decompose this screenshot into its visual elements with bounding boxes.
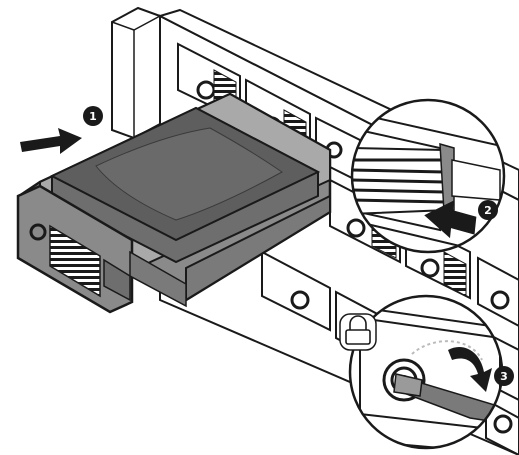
bay-latch-icon (492, 292, 508, 308)
bay-latch-icon (348, 220, 364, 236)
rack-post (112, 8, 160, 138)
step-2-number: 2 (484, 204, 492, 217)
arrow-right-icon (20, 128, 82, 154)
padlock-icon (340, 314, 376, 350)
zoomed-tray-handle (350, 144, 454, 214)
step-1-callout: 1 (20, 106, 103, 154)
bay-latch-icon (422, 260, 438, 276)
bay-latch-icon (292, 292, 308, 308)
bay-latch-icon (198, 82, 214, 98)
step-1-number: 1 (89, 110, 97, 123)
step-3-number: 3 (500, 370, 508, 383)
bay-latch-icon (495, 416, 511, 432)
tray-lock-icon (31, 225, 45, 239)
